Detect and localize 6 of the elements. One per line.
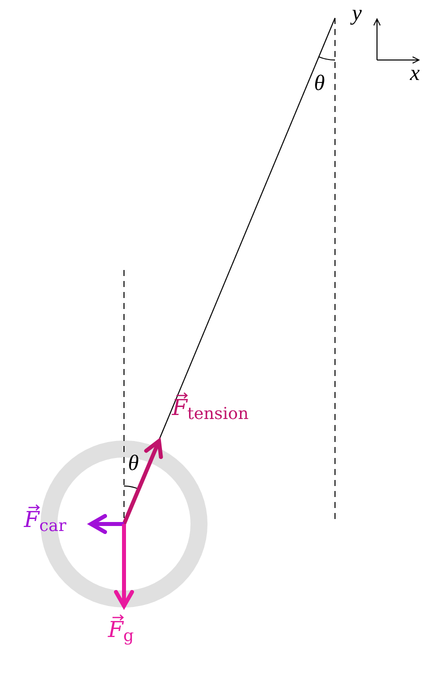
angle-label: θ	[314, 72, 325, 94]
angle-label: θ	[128, 452, 139, 474]
force-label: F$_{car}$	[24, 510, 66, 532]
force-label: F$_{tension}$	[172, 398, 249, 420]
axis-label: x	[410, 62, 420, 84]
axis-label: y	[352, 2, 362, 24]
